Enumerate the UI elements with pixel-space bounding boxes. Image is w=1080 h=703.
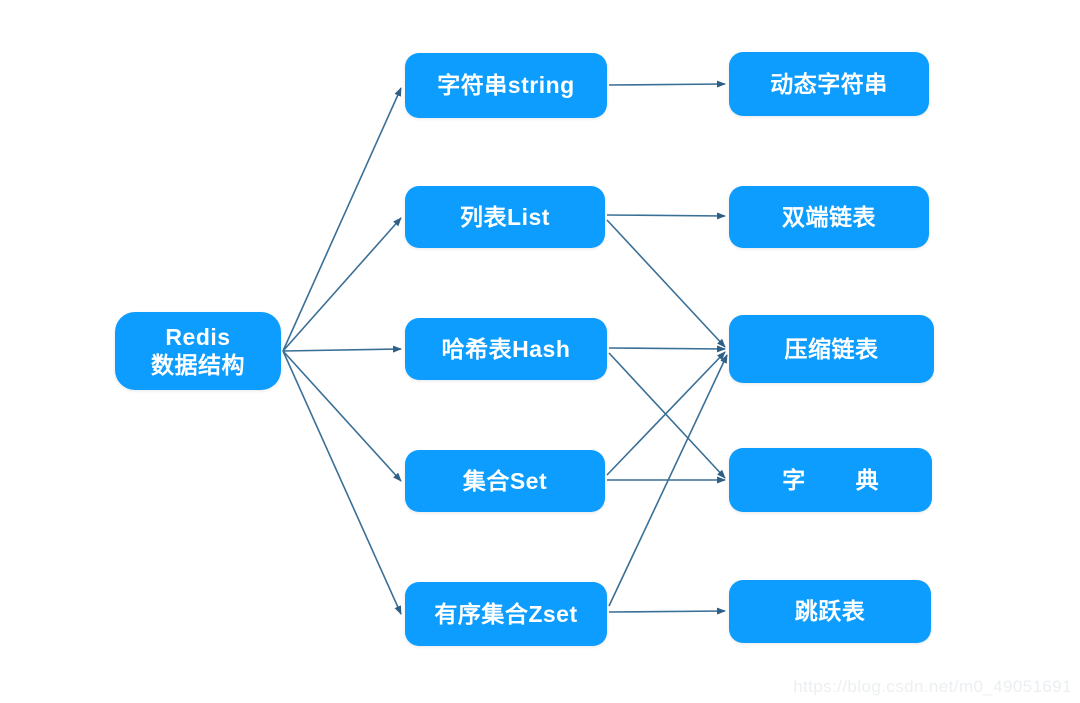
edge-root-to-hash bbox=[282, 345, 402, 353]
node-sds[interactable]: 动态字符串 bbox=[729, 52, 929, 116]
node-zset[interactable]: 有序集合Zset bbox=[405, 582, 607, 646]
edge-list-to-linkedlist bbox=[606, 212, 726, 220]
node-skiplist[interactable]: 跳跃表 bbox=[729, 580, 931, 643]
node-set[interactable]: 集合Set bbox=[405, 450, 605, 512]
node-list[interactable]: 列表List bbox=[405, 186, 605, 248]
node-label-skiplist: 跳跃表 bbox=[794, 598, 866, 625]
node-linkedlist[interactable]: 双端链表 bbox=[729, 186, 929, 248]
edge-zset-to-skiplist bbox=[608, 607, 726, 615]
node-label-set: 集合Set bbox=[462, 467, 548, 494]
edge-hash-to-dict bbox=[608, 352, 726, 479]
edge-list-to-ziplist bbox=[606, 219, 726, 348]
edge-root-to-list bbox=[282, 217, 402, 352]
node-dict[interactable]: 字 典 bbox=[729, 448, 932, 512]
node-label-linkedlist: 双端链表 bbox=[782, 203, 876, 230]
edge-zset-to-ziplist bbox=[608, 354, 728, 607]
node-ziplist[interactable]: 压缩链表 bbox=[729, 315, 934, 383]
node-label-dict: 字 典 bbox=[782, 466, 901, 493]
node-label-zset: 有序集合Zset bbox=[434, 600, 578, 627]
node-label-hash: 哈希表Hash bbox=[441, 335, 571, 362]
node-label-string: 字符串string bbox=[437, 72, 575, 99]
node-label-list: 列表List bbox=[460, 203, 550, 230]
edge-root-to-set bbox=[282, 350, 402, 482]
node-hash[interactable]: 哈希表Hash bbox=[405, 318, 607, 380]
node-string[interactable]: 字符串string bbox=[405, 53, 607, 118]
edge-root-to-zset bbox=[282, 350, 402, 615]
edge-hash-to-ziplist bbox=[608, 345, 726, 353]
edge-string-to-sds bbox=[608, 80, 726, 88]
node-label-sds: 动态字符串 bbox=[770, 70, 888, 97]
watermark: https://blog.csdn.net/m0_49051691 bbox=[793, 677, 1072, 696]
edge-root-to-string bbox=[282, 87, 402, 352]
edge-set-to-ziplist bbox=[606, 351, 726, 476]
node-root[interactable]: Redis 数据结构 bbox=[115, 312, 281, 390]
node-label-root: Redis 数据结构 bbox=[151, 323, 245, 378]
node-label-ziplist: 压缩链表 bbox=[784, 335, 879, 362]
